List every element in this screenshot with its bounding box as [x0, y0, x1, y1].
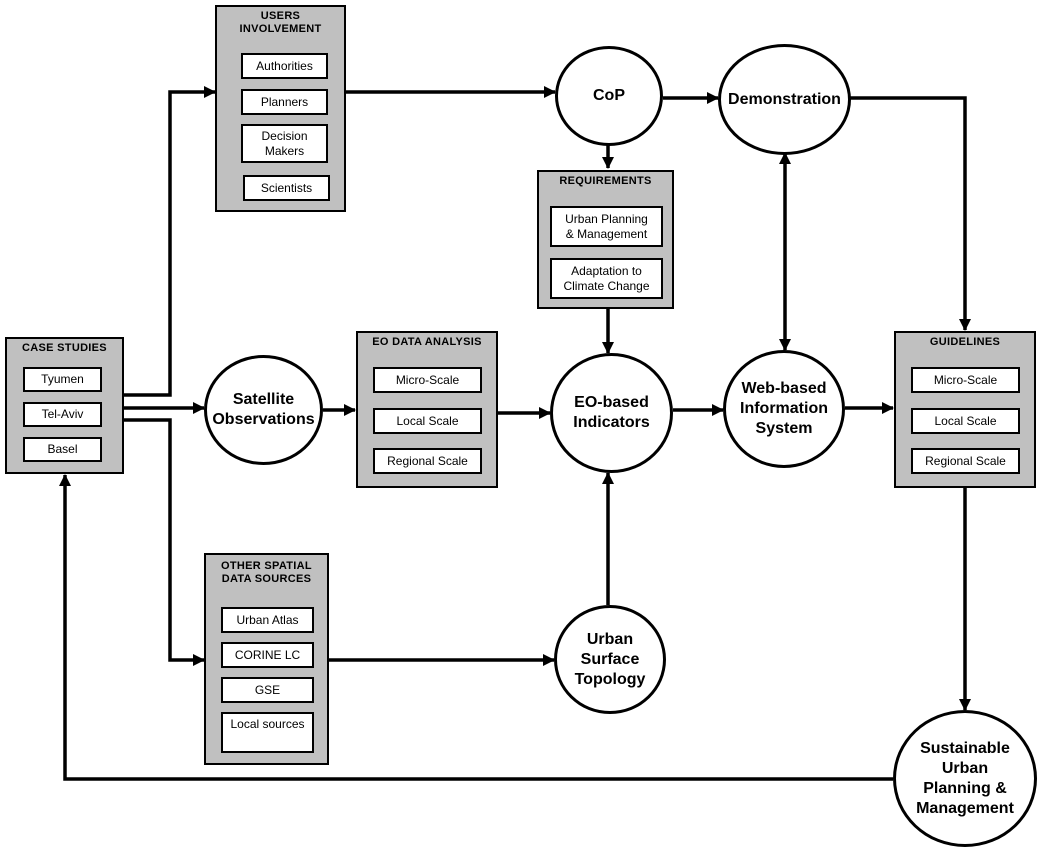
arrow-demonstration-to-guidelines — [850, 96, 971, 331]
guidelines-item-regional-scale: Regional Scale — [911, 448, 1020, 474]
sustainable-urban-planning-node: Sustainable Urban Planning & Management — [893, 710, 1037, 847]
satellite-observations-node: Satellite Observations — [204, 355, 323, 465]
guidelines-box: GUIDELINES Micro-Scale Local Scale Regio… — [894, 331, 1036, 488]
requirements-title: REQUIREMENTS — [559, 175, 652, 187]
users-involvement-title: USERS INVOLVEMENT — [239, 10, 322, 35]
web-based-information-system-node: Web-based Information System — [723, 350, 845, 468]
requirements-item-urban-planning: Urban Planning & Management — [550, 206, 663, 247]
eo-data-analysis-box: EO DATA ANALYSIS Micro-Scale Local Scale… — [356, 331, 498, 488]
guidelines-item-micro-scale: Micro-Scale — [911, 367, 1020, 393]
users-item-decision-makers: Decision Makers — [241, 124, 328, 163]
eo-based-indicators-node: EO-based Indicators — [550, 353, 673, 473]
case-item-basel: Basel — [23, 437, 102, 462]
users-item-authorities: Authorities — [241, 53, 328, 79]
arrow-case-to-other-sources — [123, 418, 205, 666]
users-involvement-box: USERS INVOLVEMENT Authorities Planners D… — [215, 5, 346, 212]
users-item-scientists: Scientists — [243, 175, 330, 201]
case-item-tyumen: Tyumen — [23, 367, 102, 392]
other-sources-title: OTHER SPATIAL DATA SOURCES — [221, 560, 312, 585]
other-item-urban-atlas: Urban Atlas — [221, 607, 314, 633]
arrow-case-to-users — [123, 86, 216, 397]
other-item-gse: GSE — [221, 677, 314, 703]
other-item-corine-lc: CORINE LC — [221, 642, 314, 668]
arrow-sustainable-to-case-studies — [59, 474, 893, 781]
eo-item-micro-scale: Micro-Scale — [373, 367, 482, 393]
demonstration-node: Demonstration — [718, 44, 851, 155]
case-item-tel-aviv: Tel-Aviv — [23, 402, 102, 427]
other-item-local-sources: Local sources — [221, 712, 314, 753]
requirements-box: REQUIREMENTS Urban Planning & Management… — [537, 170, 674, 309]
urban-surface-topology-node: Urban Surface Topology — [554, 605, 666, 714]
other-spatial-data-sources-box: OTHER SPATIAL DATA SOURCES Urban Atlas C… — [204, 553, 329, 765]
requirements-item-climate-adaptation: Adaptation to Climate Change — [550, 258, 663, 299]
cop-node: CoP — [555, 46, 663, 146]
users-item-planners: Planners — [241, 89, 328, 115]
eo-data-analysis-title: EO DATA ANALYSIS — [372, 336, 482, 348]
case-studies-title: CASE STUDIES — [22, 342, 107, 354]
eo-item-local-scale: Local Scale — [373, 408, 482, 434]
guidelines-item-local-scale: Local Scale — [911, 408, 1020, 434]
guidelines-title: GUIDELINES — [929, 336, 1001, 348]
eo-item-regional-scale: Regional Scale — [373, 448, 482, 474]
case-studies-box: CASE STUDIES Tyumen Tel-Aviv Basel — [5, 337, 124, 474]
